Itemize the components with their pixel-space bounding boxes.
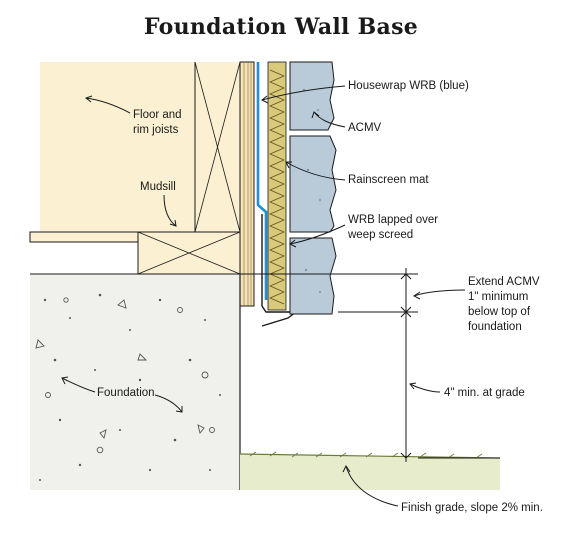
label-mudsill: Mudsill — [140, 181, 176, 193]
label-floor-2: rim joists — [133, 124, 179, 136]
label-extend-2: 1" minimum — [468, 291, 528, 303]
label-rainscreen: Rainscreen mat — [348, 174, 429, 186]
sheathing-layers — [239, 61, 255, 307]
mudsill — [137, 231, 241, 275]
label-finish-grade: Finish grade, slope 2% min. — [401, 502, 543, 514]
label-wrb-lapped-2: weep screed — [347, 229, 413, 241]
label-grade-min: 4" min. at grade — [444, 387, 525, 399]
label-housewrap: Housewrap WRB (blue) — [348, 80, 469, 92]
weep-screed — [261, 214, 299, 327]
finish-grade — [239, 451, 501, 490]
acmv-stone-veneer — [289, 61, 337, 315]
label-extend-4: foundation — [468, 321, 522, 333]
label-foundation: Foundation — [97, 387, 155, 399]
foundation-wall — [30, 273, 241, 490]
label-extend-1: Extend ACMV — [468, 276, 540, 288]
label-floor-1: Floor and — [133, 109, 182, 121]
housewrap-wrb — [256, 62, 268, 300]
diagram-title: Foundation Wall Base — [143, 14, 419, 40]
label-wrb-lapped-1: WRB lapped over — [348, 214, 438, 226]
label-acmv: ACMV — [348, 122, 382, 134]
leader-arrows — [61, 85, 466, 507]
label-extend-3: below top of — [468, 306, 531, 318]
floor-rim-joists — [40, 61, 241, 233]
rainscreen-mat — [267, 61, 287, 311]
dimension-lines — [240, 268, 500, 462]
